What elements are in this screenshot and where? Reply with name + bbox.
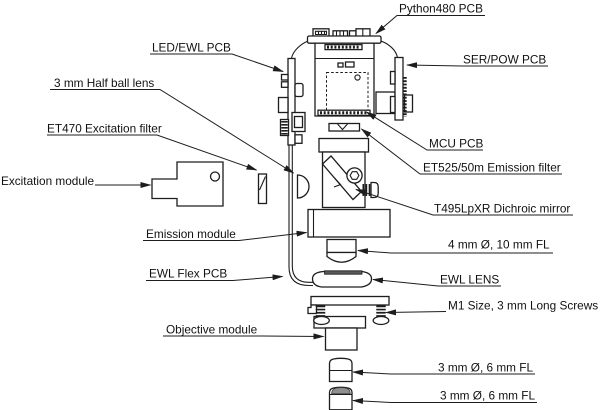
leader-objective-module [163, 333, 325, 340]
excitation-module-drawing [151, 161, 224, 207]
emission-module-base-drawing [307, 208, 391, 238]
leader-lens-3mm-bottom [352, 398, 537, 405]
labels: Python480 PCB LED/EWL PCB SER/POW PCB 3 … [1, 2, 598, 403]
label-lens-3mm-top: 3 mm Ø, 6 mm FL [438, 361, 533, 375]
label-python480-pcb: Python480 PCB [399, 2, 483, 16]
leader-ser-pow-pcb [406, 62, 548, 69]
et470-filter-drawing [257, 173, 268, 205]
leader-half-ball-lens [50, 89, 295, 174]
screw-head-right [372, 315, 390, 326]
leader-ewl-lens [372, 277, 501, 287]
leader-emission-module [143, 230, 308, 241]
leader-et525-filter [360, 128, 562, 175]
lens-3mm-top-drawing [328, 357, 353, 383]
label-ewl-flex-pcb: EWL Flex PCB [149, 267, 227, 281]
lens-4mm-drawing [326, 238, 357, 263]
label-ewl-lens: EWL LENS [440, 273, 499, 287]
emission-module-drawing [318, 137, 379, 209]
emission-filter-drawing [328, 122, 361, 132]
ser-pow-pcb-drawing [375, 40, 414, 121]
label-emission-module: Emission module [146, 227, 236, 241]
label-m1-screws: M1 Size, 3 mm Long Screws [448, 299, 598, 313]
leader-m1-screws [385, 309, 447, 316]
main-body-drawing [314, 42, 375, 117]
label-lens-3mm-bottom: 3 mm Ø, 6 mm FL [440, 389, 535, 403]
screw-head-left [313, 315, 330, 326]
label-lens-4mm: 4 mm Ø, 10 mm FL [448, 238, 550, 252]
label-led-ewl-pcb: LED/EWL PCB [152, 41, 231, 55]
label-t495-dichroic: T495LpXR Dichroic mirror [434, 202, 570, 216]
half-ball-lens-drawing [296, 174, 310, 199]
ewl-lens-drawing [311, 270, 373, 288]
leader-python480-pcb [375, 15, 485, 35]
leader-lens-3mm-top [352, 369, 535, 376]
label-et525-filter: ET525/50m Emission filter [423, 161, 561, 175]
leader-lines [47, 15, 573, 405]
label-excitation-module: Excitation module [1, 174, 95, 188]
label-half-ball-lens: 3 mm Half ball lens [54, 76, 154, 90]
label-objective-module: Objective module [166, 323, 258, 337]
label-ser-pow-pcb: SER/POW PCB [463, 53, 546, 67]
lens-3mm-bottom-drawing [328, 386, 353, 410]
label-et470-filter: ET470 Excitation filter [47, 122, 162, 136]
led-ewl-pcb-drawing [277, 40, 313, 287]
leader-lens-4mm [357, 248, 553, 255]
leader-led-ewl-pcb [150, 53, 284, 72]
objective-module-drawing [307, 295, 390, 351]
python480-pcb-drawing [306, 28, 382, 44]
set-screw [346, 167, 363, 184]
side-screw-head [370, 181, 379, 199]
leader-ewl-flex-pcb [146, 274, 284, 281]
ewl-flex-ribbon [288, 145, 313, 287]
ewl-membrane-band [324, 270, 363, 275]
label-mcu-pcb: MCU PCB [429, 137, 484, 151]
lens-dome-shaded [331, 387, 351, 394]
leader-mcu-pcb [365, 111, 483, 151]
leader-t495-dichroic [355, 189, 573, 216]
leader-et470-filter [47, 134, 258, 171]
